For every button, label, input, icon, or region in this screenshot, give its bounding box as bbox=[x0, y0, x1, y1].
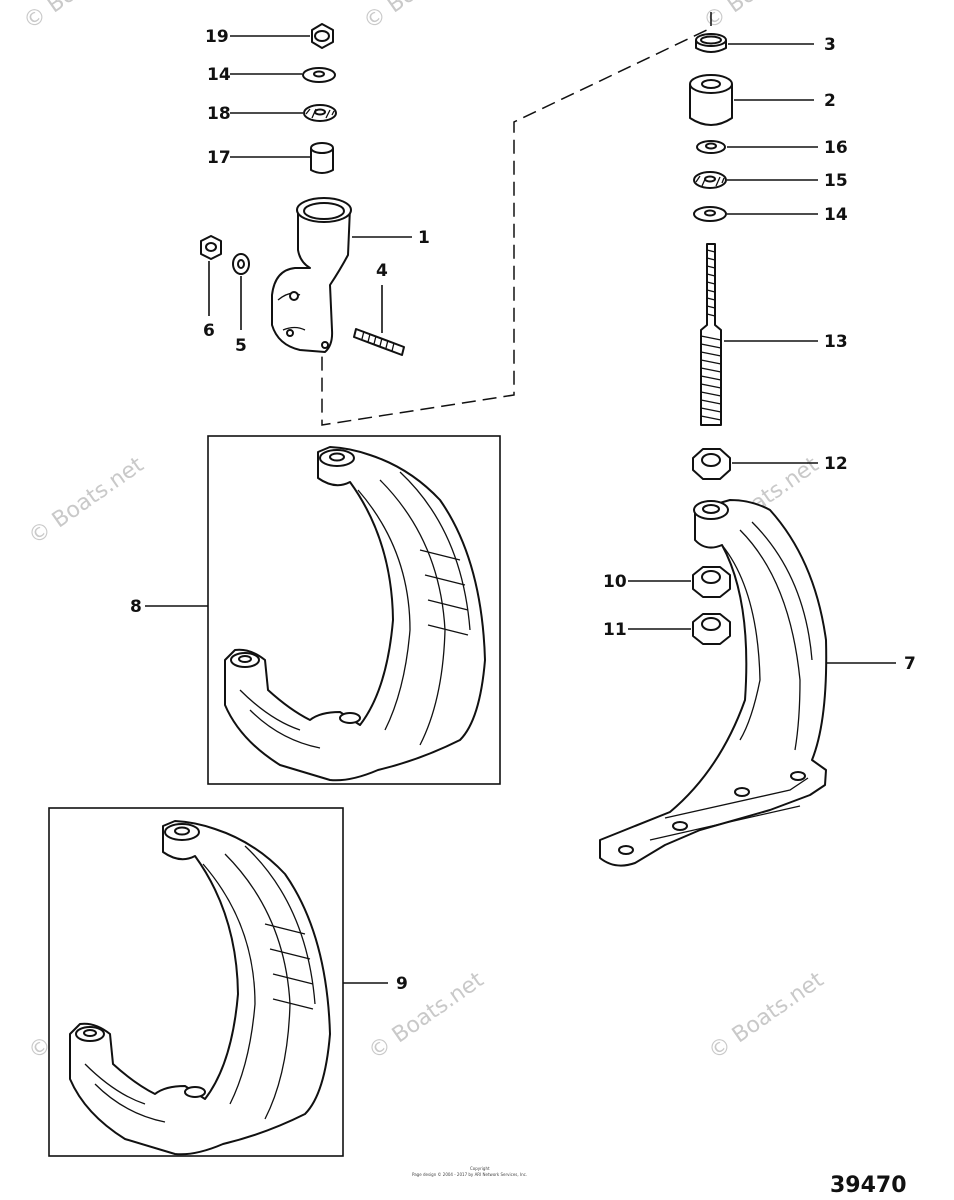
callout-8: 8 bbox=[130, 597, 142, 617]
part-8-boxed-bracket: 8 bbox=[130, 435, 501, 785]
part-3-ring: 3 bbox=[695, 33, 836, 55]
part-10-nut: 10 bbox=[603, 566, 731, 598]
part-15-lockwasher: 15 bbox=[693, 171, 848, 191]
footer-copyright: Copyright bbox=[470, 1166, 490, 1171]
callout-18: 18 bbox=[207, 104, 231, 124]
figure-number: 39470 bbox=[830, 1173, 907, 1198]
watermark-8: © Boats.net bbox=[364, 967, 489, 1065]
callout-19: 19 bbox=[205, 27, 229, 47]
assembly-dash-line bbox=[321, 12, 712, 426]
callout-11: 11 bbox=[603, 620, 627, 640]
part-13-stud: 13 bbox=[700, 243, 848, 426]
part-6-nut: 6 bbox=[200, 235, 222, 341]
callout-3: 3 bbox=[824, 35, 836, 55]
watermark-9: © Boats.net bbox=[704, 967, 829, 1065]
callout-6: 6 bbox=[203, 321, 215, 341]
callout-16: 16 bbox=[824, 138, 848, 158]
callout-13: 13 bbox=[824, 332, 848, 352]
part-5-washer: 5 bbox=[232, 253, 250, 356]
part-2-bushing: 2 bbox=[689, 74, 836, 126]
part-16-washer: 16 bbox=[696, 138, 848, 158]
callout-17: 17 bbox=[207, 148, 231, 168]
callout-9: 9 bbox=[396, 974, 408, 994]
watermark-3: © Boats.net bbox=[699, 0, 824, 35]
part-1-pivot-bracket: 1 bbox=[271, 197, 430, 353]
callout-15: 15 bbox=[824, 171, 848, 191]
part-19-locknut: 19 bbox=[205, 23, 334, 49]
part-17-spacer: 17 bbox=[207, 142, 334, 174]
watermark-2: © Boats.net bbox=[359, 0, 484, 35]
part-4-stud: 4 bbox=[353, 261, 405, 356]
callout-1: 1 bbox=[418, 228, 430, 248]
callout-12: 12 bbox=[824, 454, 848, 474]
part-18-lockwasher: 18 bbox=[207, 104, 337, 124]
part-14-washer-right: 14 bbox=[693, 205, 848, 225]
part-12-nut: 12 bbox=[692, 448, 848, 480]
callout-2: 2 bbox=[824, 91, 836, 111]
part-14-washer-left: 14 bbox=[207, 65, 336, 85]
part-9-boxed-bracket: 9 bbox=[48, 807, 408, 1157]
callout-14-right: 14 bbox=[824, 205, 848, 225]
callout-7: 7 bbox=[904, 654, 916, 674]
callout-10: 10 bbox=[603, 572, 627, 592]
watermark-4: © Boats.net bbox=[24, 452, 149, 550]
footer-page-design: Page design © 2004 - 2017 by ARI Network… bbox=[412, 1172, 527, 1177]
part-7-arm-bracket: 7 bbox=[599, 499, 916, 867]
callout-5: 5 bbox=[235, 336, 247, 356]
callout-14-left: 14 bbox=[207, 65, 231, 85]
callout-4: 4 bbox=[376, 261, 388, 281]
watermark-1: © Boats.net bbox=[19, 0, 144, 35]
part-11-nut: 11 bbox=[603, 613, 731, 645]
